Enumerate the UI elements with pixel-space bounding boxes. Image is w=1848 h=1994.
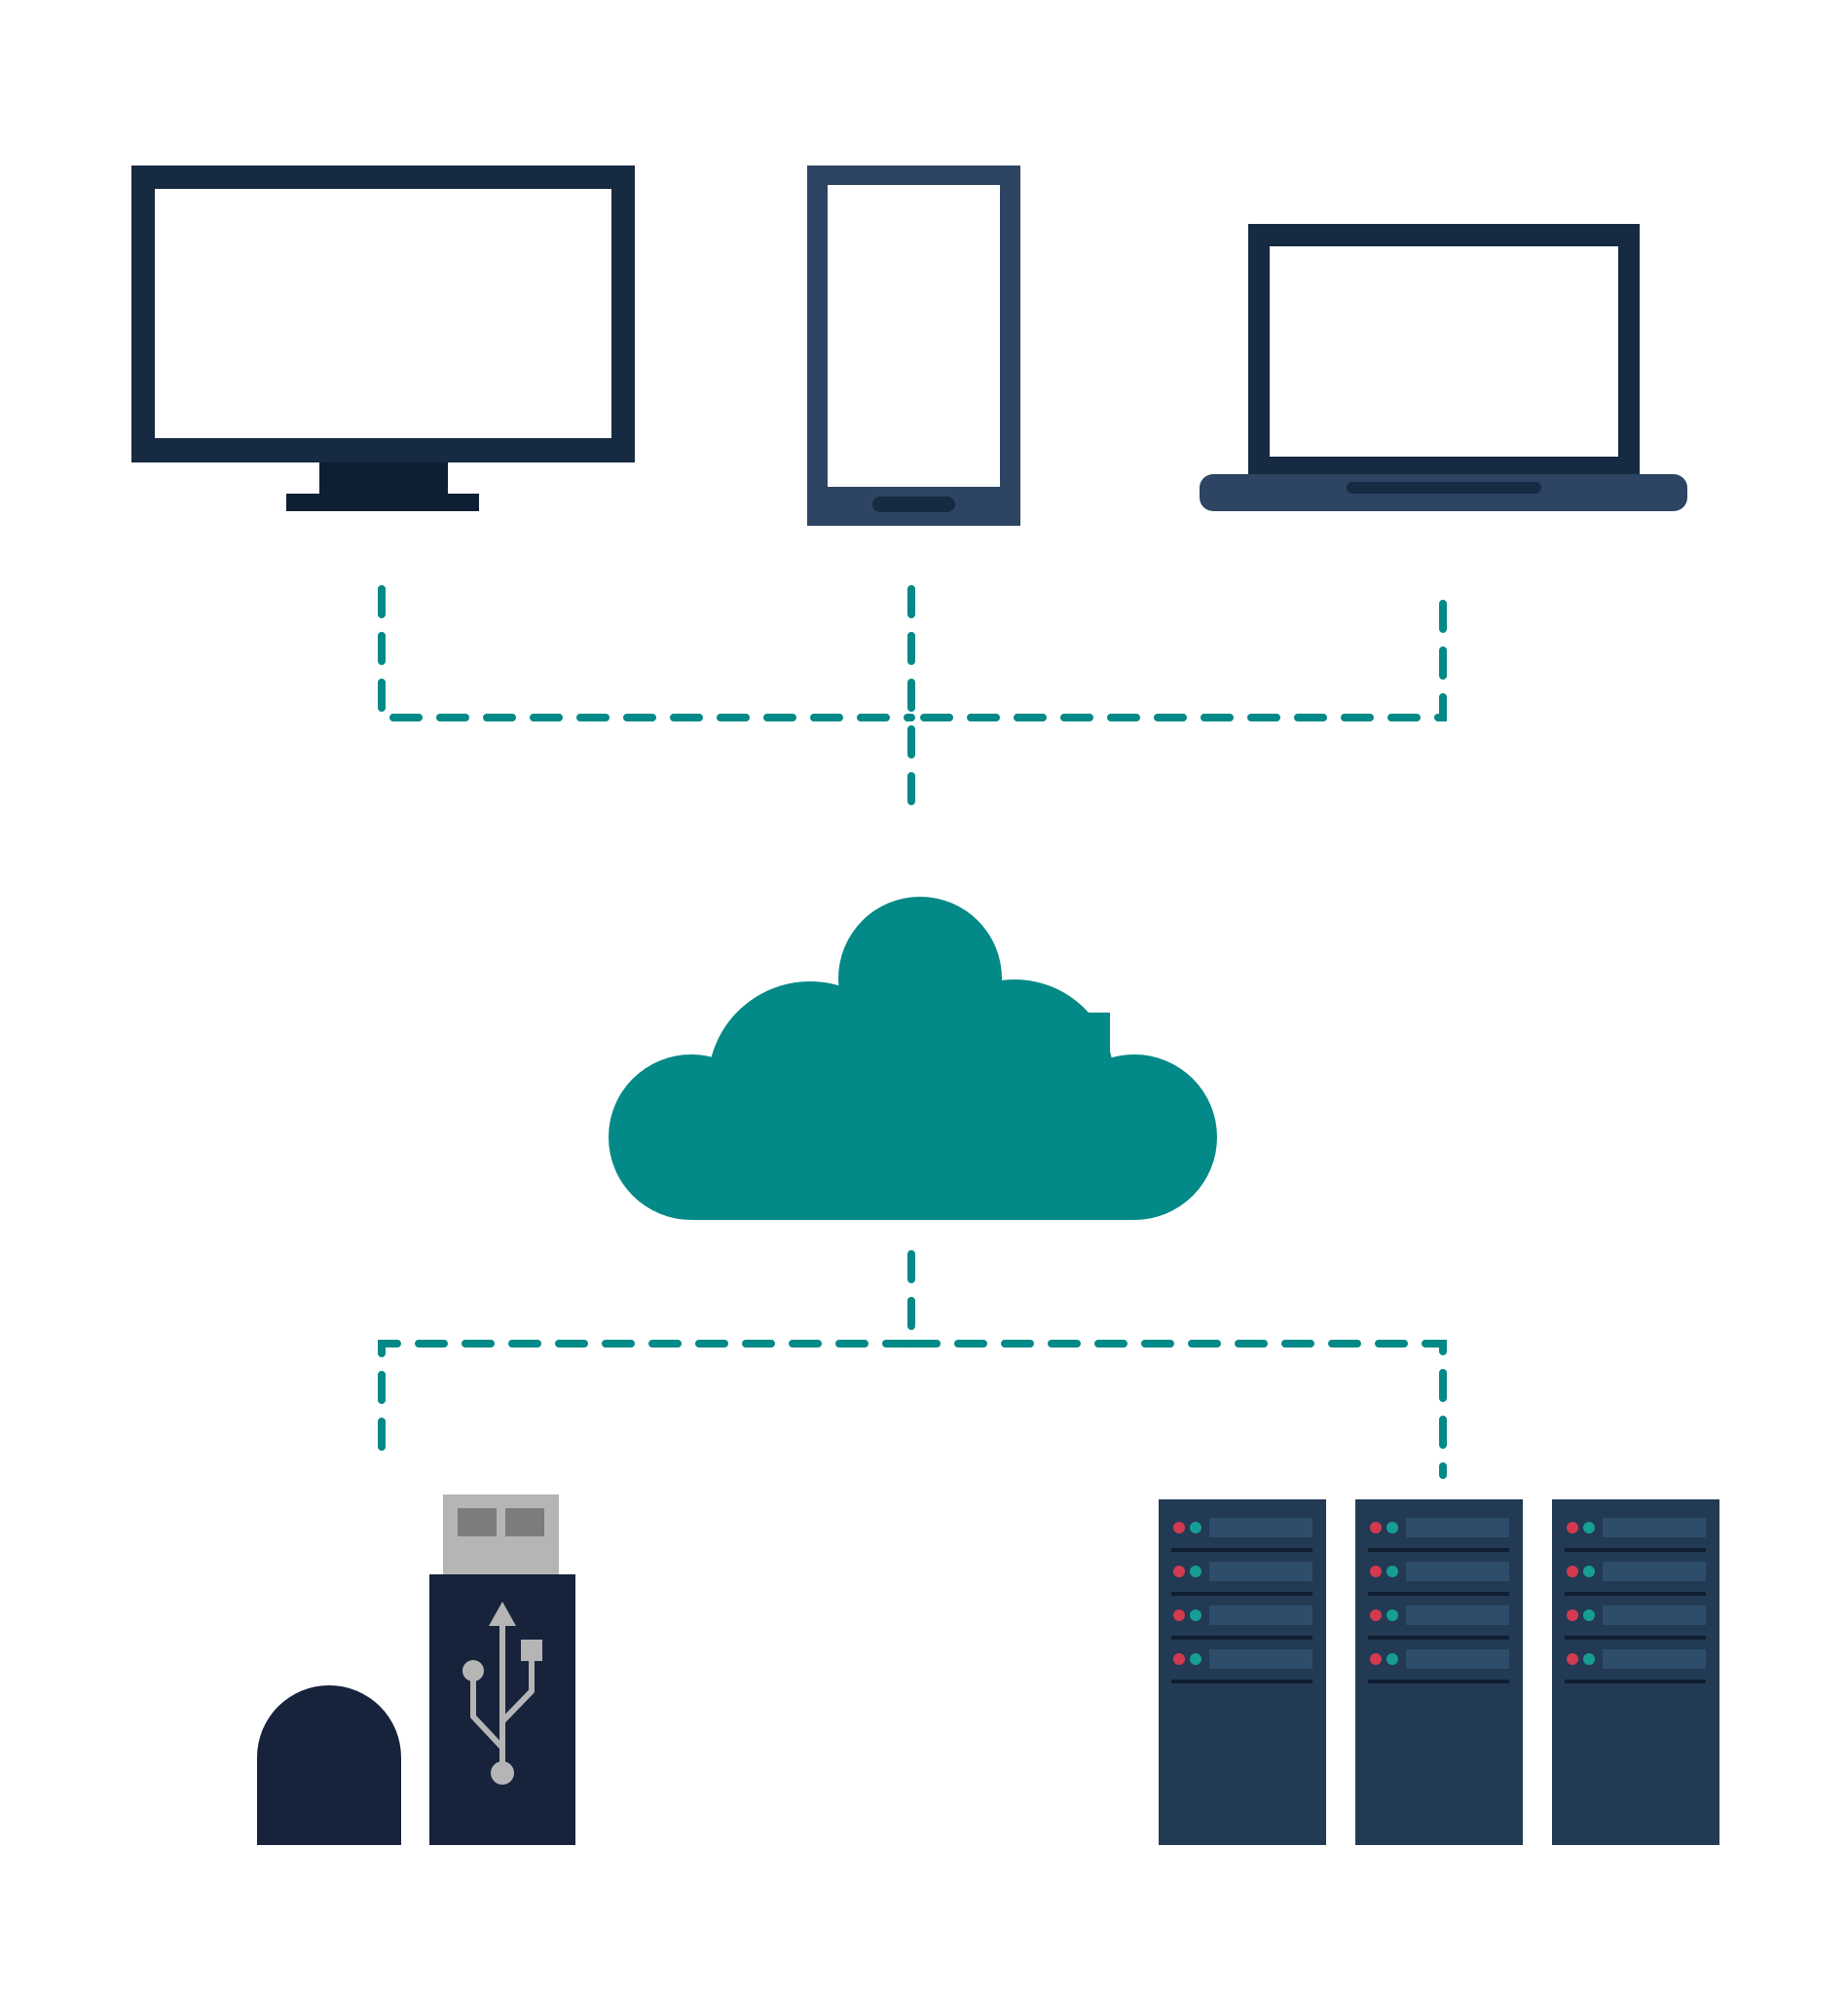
server-led-red	[1173, 1609, 1185, 1621]
server-led-red	[1370, 1653, 1382, 1665]
monitor-neck	[319, 462, 448, 496]
server-divider-line	[1368, 1680, 1509, 1683]
desktop-monitor-icon	[131, 166, 635, 511]
server-rack-1	[1159, 1499, 1326, 1845]
server-led-red	[1173, 1566, 1185, 1577]
server-divider-line	[1171, 1636, 1312, 1640]
monitor-base	[286, 494, 479, 511]
tablet-icon	[807, 166, 1020, 526]
server-led-teal	[1190, 1653, 1201, 1665]
server-drive-bay	[1406, 1562, 1509, 1581]
connector-servers	[907, 1340, 1447, 1479]
usb-cap	[257, 1685, 401, 1845]
server-divider-line	[1368, 1592, 1509, 1596]
connector-laptop	[907, 600, 1447, 721]
tablet-screen	[828, 185, 1000, 487]
server-drive-bay	[1406, 1518, 1509, 1537]
laptop-trackpad-slot	[1347, 482, 1541, 494]
laptop-screen	[1270, 246, 1618, 457]
server-rack-2	[1355, 1499, 1523, 1845]
connector-monitor	[378, 585, 915, 721]
cloud-icon	[609, 897, 1217, 1220]
server-drive-bay	[1603, 1562, 1706, 1581]
server-rack-body	[1159, 1499, 1326, 1845]
server-rack-body	[1552, 1499, 1719, 1845]
server-drive-bay	[1406, 1606, 1509, 1625]
server-divider-line	[1565, 1680, 1706, 1683]
server-led-teal	[1190, 1522, 1201, 1533]
usb-flash-drive-icon	[257, 1495, 575, 1845]
server-drive-bay	[1406, 1649, 1509, 1669]
server-divider-line	[1171, 1592, 1312, 1596]
server-rack-3	[1552, 1499, 1719, 1845]
server-led-teal	[1190, 1566, 1201, 1577]
server-drive-bay	[1603, 1518, 1706, 1537]
usb-symbol-base-dot	[491, 1761, 514, 1785]
server-divider-line	[1565, 1592, 1706, 1596]
usb-symbol-right-branch	[499, 1657, 535, 1724]
server-drive-bay	[1603, 1649, 1706, 1669]
usb-symbol-left-branch	[470, 1670, 505, 1751]
server-led-red	[1567, 1653, 1578, 1665]
usb-symbol-square-right	[521, 1640, 542, 1661]
usb-symbol-arrow	[489, 1602, 516, 1626]
server-led-red	[1173, 1653, 1185, 1665]
server-rack-body	[1355, 1499, 1523, 1845]
server-led-teal	[1583, 1522, 1595, 1533]
tablet-home-button	[872, 497, 955, 512]
server-led-teal	[1583, 1566, 1595, 1577]
server-drive-bay	[1209, 1606, 1312, 1625]
server-rack-icon	[1159, 1499, 1719, 1845]
server-led-teal	[1386, 1566, 1398, 1577]
server-led-teal	[1386, 1522, 1398, 1533]
laptop-icon	[1200, 224, 1687, 511]
usb-symbol-circle-left	[462, 1660, 484, 1681]
server-led-teal	[1583, 1609, 1595, 1621]
server-drive-bay	[1209, 1649, 1312, 1669]
usb-plug-contact-left	[458, 1508, 497, 1536]
connector-usb	[378, 1340, 915, 1462]
server-led-red	[1370, 1522, 1382, 1533]
server-drive-bay	[1603, 1606, 1706, 1625]
server-drive-bay	[1209, 1518, 1312, 1537]
server-led-teal	[1583, 1653, 1595, 1665]
server-led-teal	[1190, 1609, 1201, 1621]
cloud-core	[740, 1013, 1110, 1129]
server-led-teal	[1386, 1653, 1398, 1665]
server-led-teal	[1386, 1609, 1398, 1621]
server-led-red	[1370, 1609, 1382, 1621]
server-led-red	[1567, 1522, 1578, 1533]
server-divider-line	[1368, 1636, 1509, 1640]
connector-lines	[378, 585, 1447, 1479]
server-divider-line	[1171, 1680, 1312, 1683]
server-divider-line	[1171, 1548, 1312, 1552]
server-divider-line	[1565, 1548, 1706, 1552]
server-drive-bay	[1209, 1562, 1312, 1581]
usb-symbol-icon	[470, 1613, 535, 1773]
server-led-red	[1370, 1566, 1382, 1577]
server-led-red	[1567, 1566, 1578, 1577]
usb-plug-contact-right	[505, 1508, 544, 1536]
server-led-red	[1567, 1609, 1578, 1621]
server-divider-line	[1368, 1548, 1509, 1552]
server-led-red	[1173, 1522, 1185, 1533]
server-divider-line	[1565, 1636, 1706, 1640]
monitor-screen	[155, 189, 611, 438]
